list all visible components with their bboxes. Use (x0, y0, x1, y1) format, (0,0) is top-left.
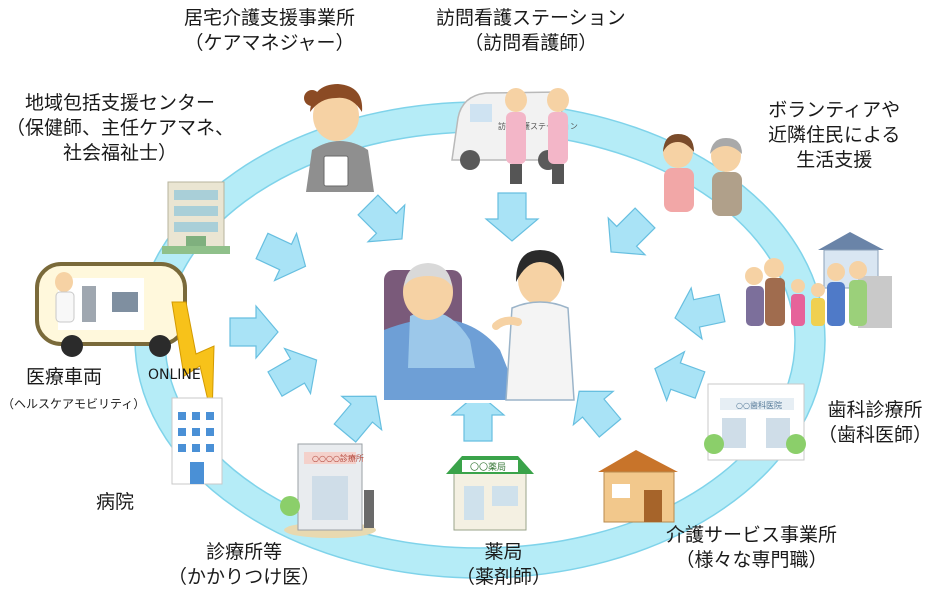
label-medical-vehicle: 医療車両 (26, 366, 103, 388)
label-care-service-line2: （様々な専門職） (675, 549, 828, 571)
van-sign: 訪問看護ステーション (498, 121, 578, 131)
label-online: ONLINE (148, 367, 201, 383)
regional-center-building-illustration (162, 181, 230, 254)
clinic-sign: ○○○○診療所 (312, 453, 364, 463)
pharmacy-sign: 〇〇薬局 (470, 461, 506, 473)
clinic-building-illustration: ○○○○診療所 (280, 443, 376, 538)
label-care-manager-line1: 居宅介護支援事業所 (184, 7, 356, 29)
visiting-nurse-van-illustration: 訪問看護ステーション (451, 88, 578, 184)
doctor-visiting-patient-illustration (382, 250, 576, 403)
label-regional-center: 地域包括支援センター （保健師、主任ケアマネ、 社会福祉士） (6, 91, 234, 166)
arrow-regional-center (250, 221, 318, 291)
label-medical-vehicle-sub: （ヘルスケアモビリティ） (2, 397, 146, 411)
label-regional-center-line3: 社会福祉士） (63, 142, 178, 164)
arrow-hospital (261, 336, 331, 408)
label-pharmacy-line2: （薬剤師） (456, 566, 552, 588)
dental-clinic-building-illustration: ○○歯科医院 (704, 383, 806, 461)
label-volunteer-line1: ボランティアや (768, 99, 901, 121)
label-visiting-nurse: 訪問看護ステーション （訪問看護師） (436, 6, 626, 56)
label-care-service: 介護サービス事業所 （様々な専門職） (666, 523, 837, 573)
family-house-illustration (745, 232, 892, 328)
care-manager-illustration (304, 84, 374, 192)
hospital-building-illustration (171, 397, 223, 485)
arrow-medical-vehicle (229, 305, 279, 359)
label-care-manager-line2: （ケアマネジャー） (184, 32, 355, 54)
label-care-manager: 居宅介護支援事業所 （ケアマネジャー） (184, 6, 355, 56)
label-volunteer-line3: 生活支援 (796, 149, 873, 171)
label-pharmacy-line1: 薬局 (484, 541, 523, 563)
label-volunteer: ボランティアや 近隣住民による 生活支援 (768, 98, 900, 173)
medical-vehicle-illustration (35, 262, 187, 357)
arrow-family (669, 281, 729, 345)
label-visiting-nurse-line2: （訪問看護師） (464, 32, 598, 54)
label-clinic-line2: （かかりつけ医） (168, 566, 321, 588)
dental-sign: ○○歯科医院 (736, 400, 782, 410)
label-dental: 歯科診療所 （歯科医師） (818, 398, 932, 448)
label-volunteer-line2: 近隣住民による (768, 124, 901, 146)
care-service-house-illustration (598, 450, 678, 523)
arrow-volunteer (592, 199, 664, 271)
volunteer-illustration (663, 134, 742, 216)
label-regional-center-line1: 地域包括支援センター (25, 92, 216, 114)
label-hospital: 病院 (96, 491, 135, 513)
online-lightning-icon (171, 301, 215, 419)
arrow-dental (645, 343, 710, 411)
arrow-care-manager (349, 186, 421, 258)
pharmacy-building-illustration: 〇〇薬局 (446, 456, 534, 531)
label-dental-line2: （歯科医師） (818, 424, 933, 446)
label-pharmacy: 薬局 （薬剤師） (456, 540, 551, 590)
arrow-visiting-nurse (485, 192, 539, 242)
label-clinic-line1: 診療所等 (206, 541, 283, 563)
label-clinic: 診療所等 （かかりつけ医） (168, 540, 320, 590)
label-dental-line1: 歯科診療所 (827, 399, 923, 421)
label-regional-center-line2: （保健師、主任ケアマネ、 (6, 117, 235, 139)
label-visiting-nurse-line1: 訪問看護ステーション (436, 7, 626, 29)
label-care-service-line1: 介護サービス事業所 (666, 524, 838, 546)
